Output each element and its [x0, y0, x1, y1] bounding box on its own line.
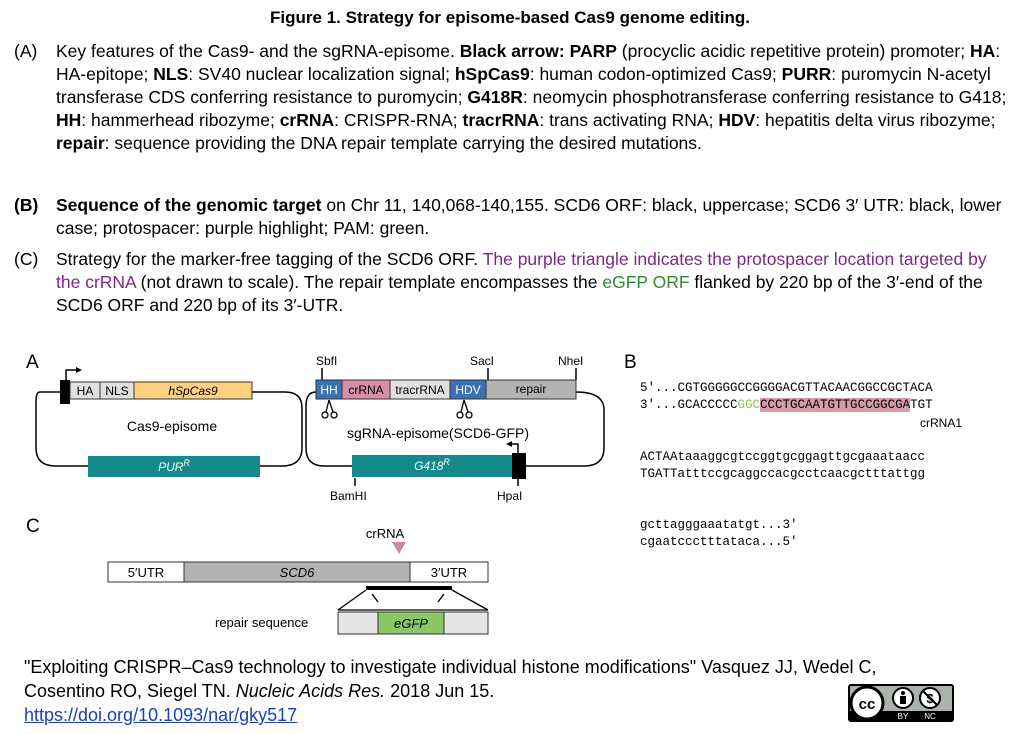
pur-label: PURR — [158, 458, 190, 474]
repair-box — [485, 379, 577, 400]
scissors-icon-2 — [456, 399, 473, 419]
seq-line-6: cgaatccctttataca...5′ — [640, 535, 798, 549]
hdv-label: HDV — [455, 383, 480, 397]
svg-text:NC: NC — [924, 712, 936, 721]
panel-c-diagram: crRNA 5′UTR SCD6 3′UTR repair sequence e… — [107, 526, 489, 635]
legend-b: (B) Sequence of the genomic target on Ch… — [14, 194, 1014, 240]
hspcas9-box — [133, 381, 253, 400]
sgrna-episome: SbfI SacI NheI HH crRNA tracrRNA HDV rep… — [305, 354, 605, 503]
seq-line-4: TGATTatttccgcaggccacgcctcaacgctttattgg — [640, 467, 926, 481]
crrna-c-label: crRNA — [366, 526, 405, 541]
legend-b-label: (B) — [14, 195, 39, 215]
scissors-icon-1 — [321, 399, 338, 419]
legend-c: (C) Strategy for the marker-free tagging… — [14, 248, 1014, 317]
hpai-label: HpaI — [497, 489, 522, 503]
egfp-label: eGFP — [394, 616, 428, 631]
parp-promoter-2 — [512, 453, 526, 479]
scd6-label: SCD6 — [280, 565, 315, 580]
figure-panels: A HA NLS hSpCas9 Cas9-episome PURR SbfI … — [26, 352, 637, 635]
legend-a-label: (A) — [14, 41, 38, 61]
seq-line-1: 5′...CGTGGGGGCCGGGGACGTTACAACGGCCGCTACA — [640, 381, 933, 395]
parp-arrow-icon — [65, 369, 78, 380]
figure-title: Figure 1. Strategy for episome-based Cas… — [270, 8, 750, 27]
cc-license-badge: cc $ BY NC — [848, 684, 954, 722]
nhei-label: NheI — [558, 354, 583, 368]
utr5-label: 5′UTR — [128, 565, 164, 580]
bamhi-label: BamHI — [330, 489, 367, 503]
svg-text:cc: cc — [859, 696, 876, 713]
citation: "Exploiting CRISPR–Cas9 technology to in… — [24, 655, 877, 727]
sgrna-episome-label: sgRNA-episome(SCD6-GFP) — [347, 425, 529, 441]
g418-label: G418R — [414, 457, 450, 473]
hh-label: HH — [320, 383, 337, 397]
parp-promoter — [60, 380, 70, 404]
nls-label: NLS — [105, 384, 128, 398]
legend-c-text: Strategy for the marker-free tagging of … — [56, 249, 987, 315]
tracrrna-label: tracrRNA — [395, 383, 444, 397]
ha-label: HA — [77, 384, 94, 398]
legend-b-text: Sequence of the genomic target on Chr 11… — [56, 195, 1002, 238]
legend-c-label: (C) — [14, 249, 39, 269]
repair-label: repair — [516, 382, 547, 396]
pur-box — [88, 456, 260, 477]
repair-sequence-label: repair sequence — [215, 615, 308, 630]
panel-a-label: A — [26, 352, 39, 373]
cas9-episome-label: Cas9-episome — [127, 418, 217, 434]
protospacer-triangle — [392, 542, 406, 554]
utr3-label: 3′UTR — [431, 565, 467, 580]
parp-arrow-icon-2 — [510, 443, 519, 453]
repair-right-arm — [443, 611, 489, 635]
seq-line-2: 3′...GCACCCCCGGCCCCTGCAATGTTGCCGGCGATGT — [640, 398, 933, 412]
legend-a-text: Key features of the Cas9- and the sgRNA-… — [56, 41, 1007, 153]
cc-icon — [849, 685, 885, 721]
saci-label: SacI — [470, 354, 494, 368]
citation-line-1: "Exploiting CRISPR–Cas9 technology to in… — [24, 657, 877, 677]
repair-left-arm — [337, 611, 379, 635]
svg-text:BY: BY — [898, 712, 909, 721]
g418-box — [352, 455, 512, 477]
panel-c-label: C — [26, 516, 40, 537]
cas9-episome: HA NLS hSpCas9 Cas9-episome PURR — [35, 367, 303, 477]
doi-link[interactable]: https://doi.org/10.1093/nar/gky517 — [24, 705, 298, 725]
citation-line-2: Cosentino RO, Siegel TN. Nucleic Acids R… — [24, 681, 495, 701]
seq-line-5: gcttagggaaatatgt...3′ — [640, 518, 798, 532]
sbfi-label: SbfI — [316, 354, 337, 368]
hspcas9-label: hSpCas9 — [168, 384, 218, 398]
panel-b-label: B — [624, 352, 637, 373]
seq-line-3: ACTAAtaaaggcgtccggtgcggagttgcgaaataacc — [640, 450, 926, 464]
crrna-label: crRNA — [348, 383, 383, 397]
crrna1-label: crRNA1 — [920, 416, 963, 430]
legend-a: (A) Key features of the Cas9- and the sg… — [14, 40, 1014, 155]
utr3-box — [409, 561, 489, 583]
